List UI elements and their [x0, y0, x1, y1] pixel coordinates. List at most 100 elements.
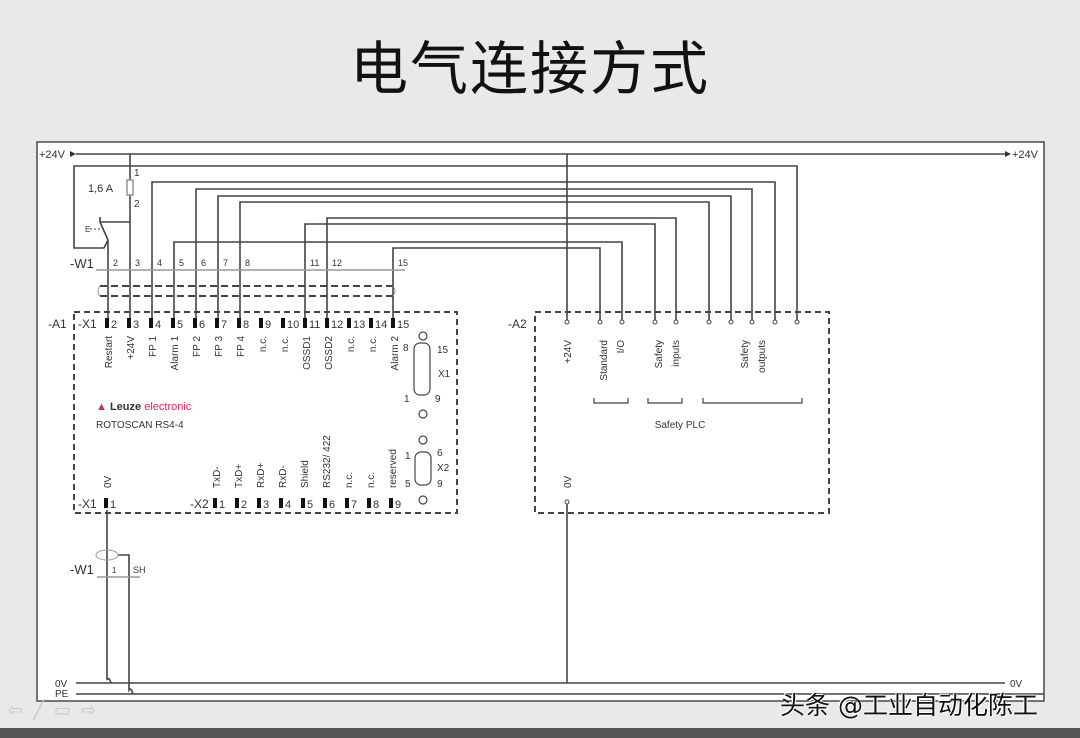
warning-triangle-icon: ▲ — [96, 401, 110, 413]
wire-alarm1 — [173, 241, 623, 320]
prev-arrow-icon[interactable]: ⇦ — [8, 700, 34, 721]
terminal-signal-label: Restart — [104, 336, 115, 368]
switch-icon — [99, 217, 130, 241]
wire-ossd1 — [304, 223, 656, 320]
a2-inputs-label: inputs — [671, 340, 682, 367]
subd9-label: X2 — [437, 463, 450, 474]
zero-volt-label: 0V — [55, 679, 68, 690]
subd15-pin9: 9 — [435, 394, 441, 405]
a1-label: -A1 — [48, 317, 67, 331]
a2-plus24-label: +24V — [563, 340, 574, 364]
terminal-number: 9 — [265, 319, 271, 331]
model-name: ROTOSCAN RS4-4 — [96, 420, 184, 431]
brand-name2: electronic — [144, 401, 192, 413]
terminal-pin — [237, 318, 241, 328]
x1-label: -X1 — [78, 317, 97, 331]
terminal-signal-label: n.c. — [366, 472, 377, 488]
plc-terminal — [564, 319, 570, 325]
terminal-pin — [171, 318, 175, 328]
cable-label: -W1 — [70, 256, 94, 271]
terminal-pin — [347, 318, 351, 328]
terminal-pin — [149, 318, 153, 328]
wire-shield — [118, 554, 134, 695]
arrow-icon — [1005, 151, 1011, 157]
plc-terminal — [652, 319, 658, 325]
terminal-pin — [279, 498, 283, 508]
cable2-label: -W1 — [70, 562, 94, 577]
terminal-signal-label: n.c. — [258, 336, 269, 352]
a2-standard-label: Standard — [599, 340, 610, 381]
plc-terminal — [794, 319, 800, 325]
arrow-icon — [70, 151, 76, 157]
plc-terminal — [706, 319, 712, 325]
wire-fp3 — [217, 195, 732, 320]
screw-icon — [418, 495, 428, 505]
terminal-pin — [369, 318, 373, 328]
terminal-signal-label: TxD- — [212, 466, 223, 488]
terminal-signal-label: FP 3 — [214, 336, 225, 357]
terminal-number: 6 — [199, 319, 205, 331]
terminal-pin — [235, 498, 239, 508]
terminal-number: 14 — [375, 319, 387, 331]
cable-core-number: 4 — [157, 258, 162, 268]
terminal-number: 4 — [285, 499, 291, 511]
x2-label: -X2 — [190, 497, 209, 511]
terminal-number: 5 — [177, 319, 183, 331]
terminal-pin — [391, 318, 395, 328]
cable2-core: 1 — [112, 566, 117, 575]
cable-core-number: 5 — [179, 258, 184, 268]
watermark: 头条 @工业自动化陈工 — [780, 691, 1038, 720]
terminal-pin — [323, 498, 327, 508]
cable-core-number: 15 — [398, 258, 408, 268]
terminal-signal-label: n.c. — [368, 336, 379, 352]
pen-icon[interactable]: ╱ — [33, 700, 54, 721]
a2-io-label: I/O — [616, 340, 627, 354]
terminal-signal-label: TxD+ — [234, 464, 245, 488]
next-arrow-icon[interactable]: ⇨ — [80, 700, 107, 721]
wire-fp4 — [239, 201, 710, 320]
terminal-signal-label: RxD- — [278, 465, 289, 488]
plc-terminal — [728, 319, 734, 325]
terminal-number: 13 — [353, 319, 365, 331]
terminal-pin — [104, 498, 108, 508]
a1-box — [73, 311, 458, 514]
terminal-signal-label: RxD+ — [256, 463, 267, 488]
pe-label: PE — [55, 689, 69, 700]
slides-icon[interactable]: ▭ — [53, 700, 81, 721]
terminal-signal-label: Alarm 2 — [390, 336, 401, 371]
terminal-signal-label: FP 1 — [148, 336, 159, 357]
terminal-pin — [105, 318, 109, 328]
a2-outputs-label: outputs — [757, 340, 768, 373]
cable-core-number: 11 — [310, 258, 319, 268]
terminal-number: 12 — [331, 319, 343, 331]
terminal-number: 2 — [241, 499, 247, 511]
terminal-pin — [213, 498, 217, 508]
terminal-signal-label: n.c. — [346, 336, 357, 352]
terminal-signal-label: FP 2 — [192, 336, 203, 357]
terminal-number: 1 — [110, 499, 116, 511]
terminal-pin — [345, 498, 349, 508]
a2-zero-label: 0V — [563, 475, 574, 488]
plc-terminal — [772, 319, 778, 325]
cable-shield — [100, 285, 393, 297]
subd15-connector — [413, 342, 431, 396]
wire-alarm2 — [392, 247, 601, 320]
wire-zero-volt — [106, 510, 112, 684]
terminal-number: 9 — [395, 499, 401, 511]
screw-icon — [418, 435, 428, 445]
terminal-pin — [325, 318, 329, 328]
terminal-signal-label: FP 4 — [236, 336, 247, 357]
terminal-number: 7 — [351, 499, 357, 511]
terminal-pin — [257, 498, 261, 508]
terminal-number: 4 — [155, 319, 161, 331]
wire-fp1 — [151, 181, 776, 320]
terminal-signal-label: +24V — [126, 336, 137, 360]
terminal-number: 7 — [221, 319, 227, 331]
leuze-logo: ▲ Leuze electronic — [96, 401, 192, 413]
cable-shield-icon — [95, 549, 119, 561]
terminal-pin — [301, 498, 305, 508]
terminal-number: 10 — [287, 319, 299, 331]
group-brackets — [593, 398, 803, 404]
a2-name: Safety PLC — [655, 420, 706, 431]
